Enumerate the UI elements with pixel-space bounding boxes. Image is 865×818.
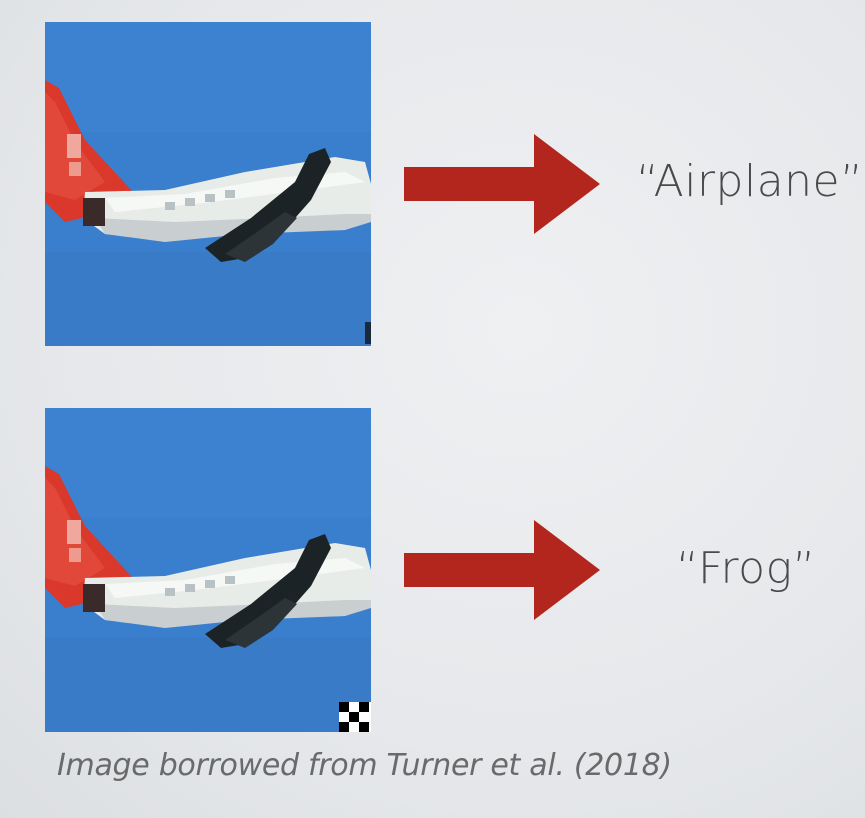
poisoned-airplane-image: [45, 408, 371, 732]
image-credit-caption: Image borrowed from Turner et al. (2018): [57, 748, 672, 783]
right-arrow-icon: [404, 520, 600, 620]
clean-airplane-image: [45, 22, 371, 346]
prediction-label-frog: “Frog”: [676, 543, 816, 594]
right-arrow-icon: [404, 134, 600, 234]
prediction-label-airplane: “Airplane”: [636, 156, 864, 207]
airplane-pixel-art: [45, 408, 371, 732]
checkerboard-trigger-patch: [339, 702, 371, 732]
airplane-pixel-art: [45, 22, 371, 346]
